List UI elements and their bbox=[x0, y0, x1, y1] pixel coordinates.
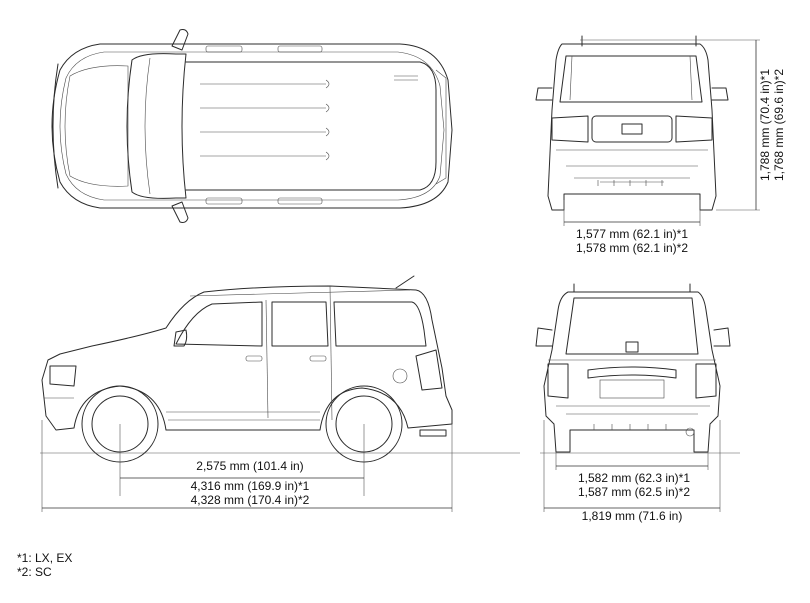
footnote-lx-ex: *1: LX, EX bbox=[17, 551, 73, 565]
length-label-2: 4,328 mm (170.4 in)*2 bbox=[191, 493, 310, 507]
wheelbase-label: 2,575 mm (101.4 in) bbox=[196, 459, 303, 473]
height-label-2: 1,768 mm (69.6 in)*2 bbox=[772, 69, 786, 181]
rear-track-label-1: 1,582 mm (62.3 in)*1 bbox=[578, 471, 690, 485]
side-view bbox=[41, 275, 453, 463]
front-track-label-1: 1,577 mm (62.1 in)*1 bbox=[576, 227, 688, 241]
top-view bbox=[51, 29, 453, 223]
width-label: 1,819 mm (71.6 in) bbox=[582, 509, 683, 523]
rear-view bbox=[535, 283, 731, 453]
length-label-1: 4,316 mm (169.9 in)*1 bbox=[191, 479, 310, 493]
front-view bbox=[535, 35, 729, 211]
footnote-sc: *2: SC bbox=[17, 565, 52, 579]
rear-track-label-2: 1,587 mm (62.5 in)*2 bbox=[578, 485, 690, 499]
front-track-label-2: 1,578 mm (62.1 in)*2 bbox=[576, 241, 688, 255]
height-label-1: 1,788 mm (70.4 in)*1 bbox=[758, 69, 772, 181]
dimension-lines bbox=[40, 39, 760, 512]
